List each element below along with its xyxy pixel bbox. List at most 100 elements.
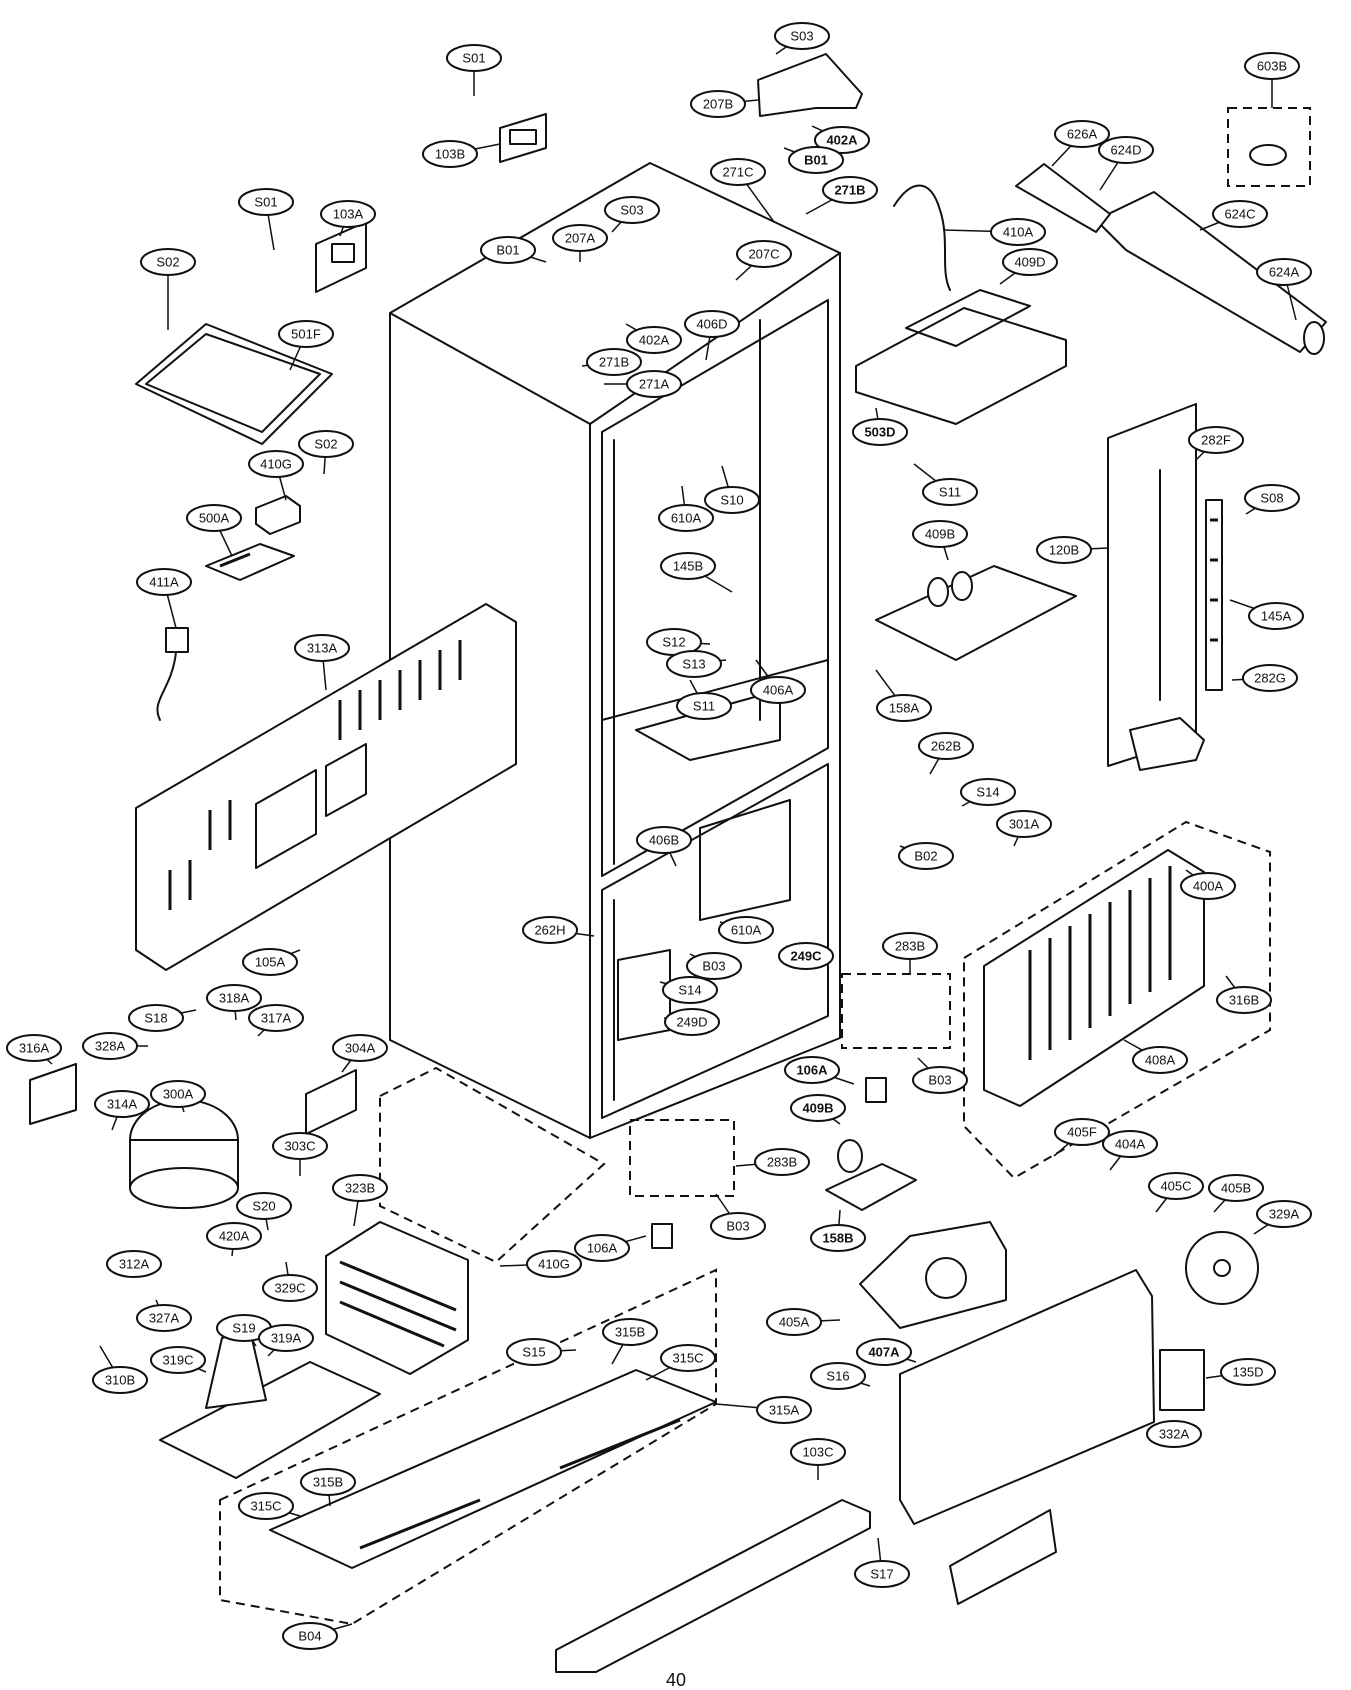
callout-label: 313A xyxy=(307,641,338,656)
callout-323b: 323B xyxy=(332,1174,388,1227)
callout-304a: 304A xyxy=(332,1034,388,1073)
callout-label: 409D xyxy=(1014,255,1045,270)
callout-label: 610A xyxy=(731,923,762,938)
callout-301a: 301A xyxy=(996,810,1052,847)
callout-label: 410G xyxy=(260,457,292,472)
pcb-500a xyxy=(205,543,295,581)
callout-label: 408A xyxy=(1145,1053,1176,1068)
callout-bubble xyxy=(784,1056,840,1084)
callout-label: 319C xyxy=(162,1353,193,1368)
cap-603b xyxy=(1227,107,1311,187)
callout-label: 624C xyxy=(1224,207,1255,222)
callout-bubble xyxy=(1188,426,1244,454)
callout-label: 411A xyxy=(149,575,179,590)
callout-bubble xyxy=(300,1468,356,1496)
callout-500a: 500A xyxy=(186,504,242,557)
callout-label: 329C xyxy=(274,1281,305,1296)
callout-bubble xyxy=(248,450,304,478)
callout-label: 249D xyxy=(676,1015,707,1030)
callout-label: 400A xyxy=(1193,879,1224,894)
callout-b02: B02 xyxy=(898,842,954,870)
callout-bubble xyxy=(258,1324,314,1352)
callout-249c: 249C xyxy=(778,942,834,970)
callout-b03: B03 xyxy=(710,1193,766,1240)
callout-158a: 158A xyxy=(875,669,932,722)
callout-329c: 329C xyxy=(262,1261,318,1302)
callout-624c: 624C xyxy=(1199,200,1268,231)
callout-label: 316B xyxy=(1229,993,1259,1008)
callout-label: 409B xyxy=(925,527,955,542)
callout-501f: 501F xyxy=(278,320,334,371)
callout-bubble xyxy=(480,236,536,264)
callout-label: 329A xyxy=(1269,1207,1300,1222)
callout-s17: S17 xyxy=(854,1537,910,1588)
callout-300a: 300A xyxy=(150,1080,206,1113)
callout-label: 420A xyxy=(219,1229,250,1244)
callout-bubble xyxy=(852,418,908,446)
shelf-158a xyxy=(875,565,1077,661)
callout-label: S03 xyxy=(790,29,813,44)
callout-label: 404A xyxy=(1115,1137,1146,1152)
callout-103c: 103C xyxy=(790,1438,846,1480)
callout-label: 271B xyxy=(599,355,629,370)
callout-405f: 405F xyxy=(1053,1118,1110,1157)
callout-s12: S12 xyxy=(646,628,711,656)
callout-label: 406D xyxy=(696,317,727,332)
callout-283b: 283B xyxy=(882,932,938,974)
callout-label: S16 xyxy=(826,1369,849,1384)
callout-bubble xyxy=(422,140,478,168)
callout-bubble xyxy=(1242,664,1298,692)
callout-label: S11 xyxy=(693,699,715,714)
callout-label: B01 xyxy=(804,153,828,168)
callout-label: 603B xyxy=(1257,59,1287,74)
callout-420a: 420A xyxy=(206,1222,262,1257)
callout-s03: S03 xyxy=(604,196,660,233)
callout-bubble xyxy=(912,1066,968,1094)
callout-bubble xyxy=(1256,1200,1312,1228)
callout-label: B03 xyxy=(702,959,725,974)
callout-label: S02 xyxy=(314,437,337,452)
callout-label: S14 xyxy=(976,785,999,800)
callout-bubble xyxy=(790,1438,846,1466)
callout-label: 407A xyxy=(868,1345,900,1360)
evaporator-408a xyxy=(963,820,1271,1180)
callout-label: 624D xyxy=(1110,143,1141,158)
callout-label: 145A xyxy=(1261,609,1292,624)
callout-327a: 327A xyxy=(136,1299,192,1332)
callout-label: 327A xyxy=(149,1311,180,1326)
callout-label: 315C xyxy=(672,1351,703,1366)
callout-s02: S02 xyxy=(298,430,354,475)
callout-label: S17 xyxy=(870,1567,893,1582)
callout-bubble xyxy=(446,44,502,72)
callout-bubble xyxy=(788,146,844,174)
callout-bubble xyxy=(602,1318,658,1346)
callout-bubble xyxy=(238,188,294,216)
callout-207c: 207C xyxy=(735,240,792,281)
callout-bubble xyxy=(814,126,870,154)
callout-bubble xyxy=(960,778,1016,806)
callout-label: 105A xyxy=(255,955,286,970)
callout-bubble xyxy=(248,1004,304,1032)
callout-bubble xyxy=(996,810,1052,838)
callout-label: S14 xyxy=(678,983,701,998)
callout-s19: S19 xyxy=(216,1314,272,1347)
callout-label: S20 xyxy=(252,1199,275,1214)
callout-626a: 626A xyxy=(1051,120,1110,167)
callout-label: 500A xyxy=(199,511,230,526)
callout-bubble xyxy=(238,1492,294,1520)
callout-610a: 610A xyxy=(658,485,714,532)
callout-106a: 106A xyxy=(784,1056,855,1085)
callout-315a: 315A xyxy=(715,1396,812,1424)
bracket-283b-1 xyxy=(841,973,951,1049)
drain-pan-319a xyxy=(159,1329,381,1479)
callout-303c: 303C xyxy=(272,1132,328,1176)
callout-271c: 271C xyxy=(710,158,775,223)
callout-label: 410A xyxy=(1003,225,1034,240)
callout-282f: 282F xyxy=(1188,426,1244,461)
callout-bubble xyxy=(1256,258,1312,286)
callout-s11: S11 xyxy=(676,679,732,720)
callout-label: S08 xyxy=(1260,491,1283,506)
callout-bubble xyxy=(882,932,938,960)
callout-label: 405A xyxy=(779,1315,810,1330)
callout-405c: 405C xyxy=(1148,1172,1204,1213)
